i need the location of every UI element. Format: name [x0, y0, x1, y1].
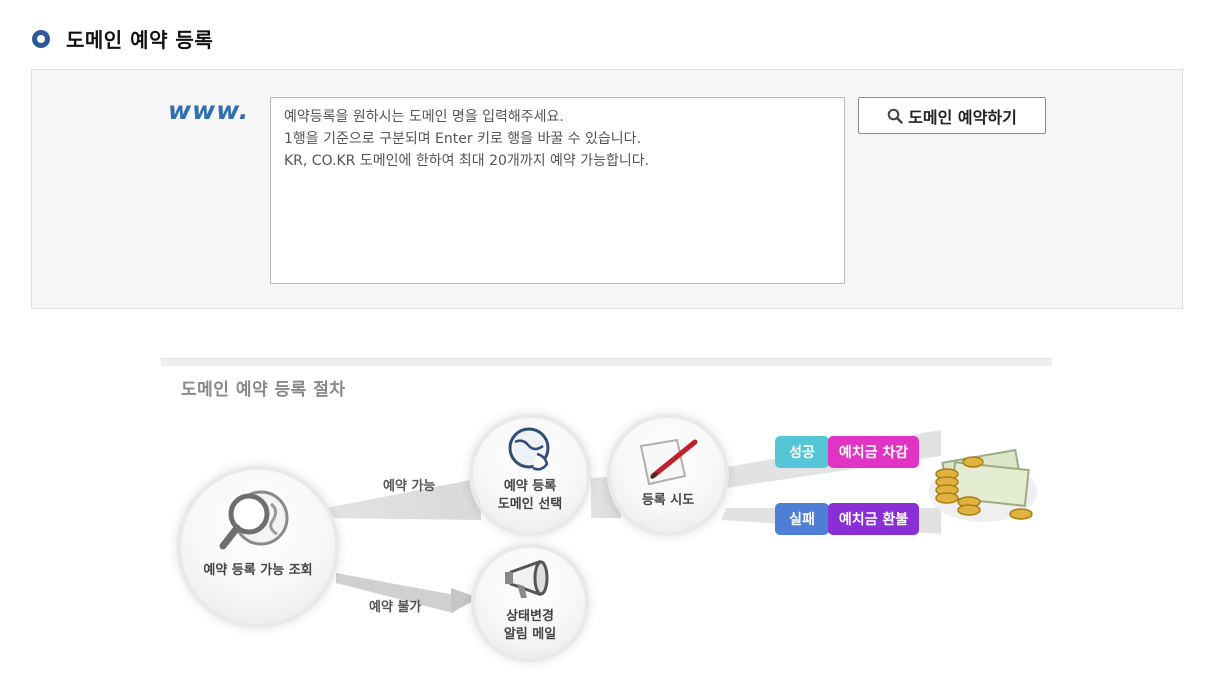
step-select-line1: 예약 등록: [503, 479, 557, 494]
www-label: www.: [168, 96, 250, 125]
success-action-tag: 예치금 차감: [828, 436, 919, 468]
step-notify-line2: 알림 메일: [503, 627, 557, 642]
process-title: 도메인 예약 등록 절차: [181, 380, 346, 400]
section-header: 도메인 예약 등록: [32, 24, 213, 53]
globe-hand-icon: [508, 427, 550, 471]
reservation-form: www. 도메인 예약하기: [31, 69, 1183, 309]
search-icon: [887, 108, 903, 124]
fail-tag: 실패: [775, 503, 829, 535]
step-notify-mail: 상태변경 알림 메일: [475, 548, 585, 658]
reserve-domain-button[interactable]: 도메인 예약하기: [858, 97, 1046, 134]
globe-magnifier-icon: [219, 490, 289, 550]
step-select-line2: 도메인 선택: [497, 497, 563, 512]
megaphone-icon: [505, 559, 549, 598]
step-attempt-label: 등록 시도: [641, 493, 695, 508]
domain-textarea[interactable]: [270, 97, 845, 284]
bullet-icon: [32, 29, 50, 48]
process-diagram: 도메인 예약 등록 절차 예약 가능 예약 불가 예약 등록 가능 조회: [161, 358, 1052, 678]
step-attempt: 등록 시도: [611, 418, 725, 532]
money-icon: [929, 448, 1037, 522]
fail-action-tag: 예치금 환불: [828, 503, 919, 535]
reserve-button-label: 도메인 예약하기: [908, 107, 1017, 127]
page-title: 도메인 예약 등록: [66, 28, 214, 52]
step-lookup: 예약 등록 가능 조회: [181, 470, 335, 624]
step-notify-line1: 상태변경: [506, 609, 554, 624]
step-lookup-label: 예약 등록 가능 조회: [203, 563, 313, 578]
step-select-domain: 예약 등록 도메인 선택: [473, 418, 587, 532]
success-tag: 성공: [775, 436, 829, 468]
path-available-label: 예약 가능: [383, 479, 436, 494]
path-unavailable-label: 예약 불가: [369, 600, 422, 615]
paper-pen-icon: [639, 438, 698, 486]
process-divider: [161, 358, 1052, 366]
